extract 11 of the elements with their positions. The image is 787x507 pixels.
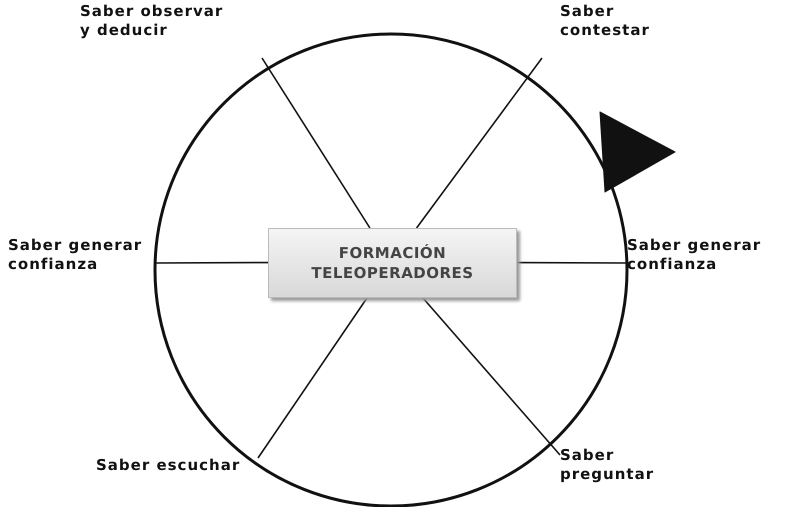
spoke-line (515, 262, 627, 264)
title-box: FORMACIÓN TELEOPERADORES (268, 228, 517, 298)
skill-label: Saber preguntar (560, 446, 670, 502)
spoke-line (416, 58, 543, 228)
spoke-line (261, 58, 371, 228)
skill-label: Saber observar y deducir (80, 2, 240, 80)
skill-label: Saber generar confianza (8, 236, 155, 302)
spoke-line (155, 262, 268, 264)
spoke-line (257, 296, 369, 458)
skill-label: Saber escuchar (96, 456, 258, 506)
skill-label: Saber contestar (560, 2, 660, 58)
